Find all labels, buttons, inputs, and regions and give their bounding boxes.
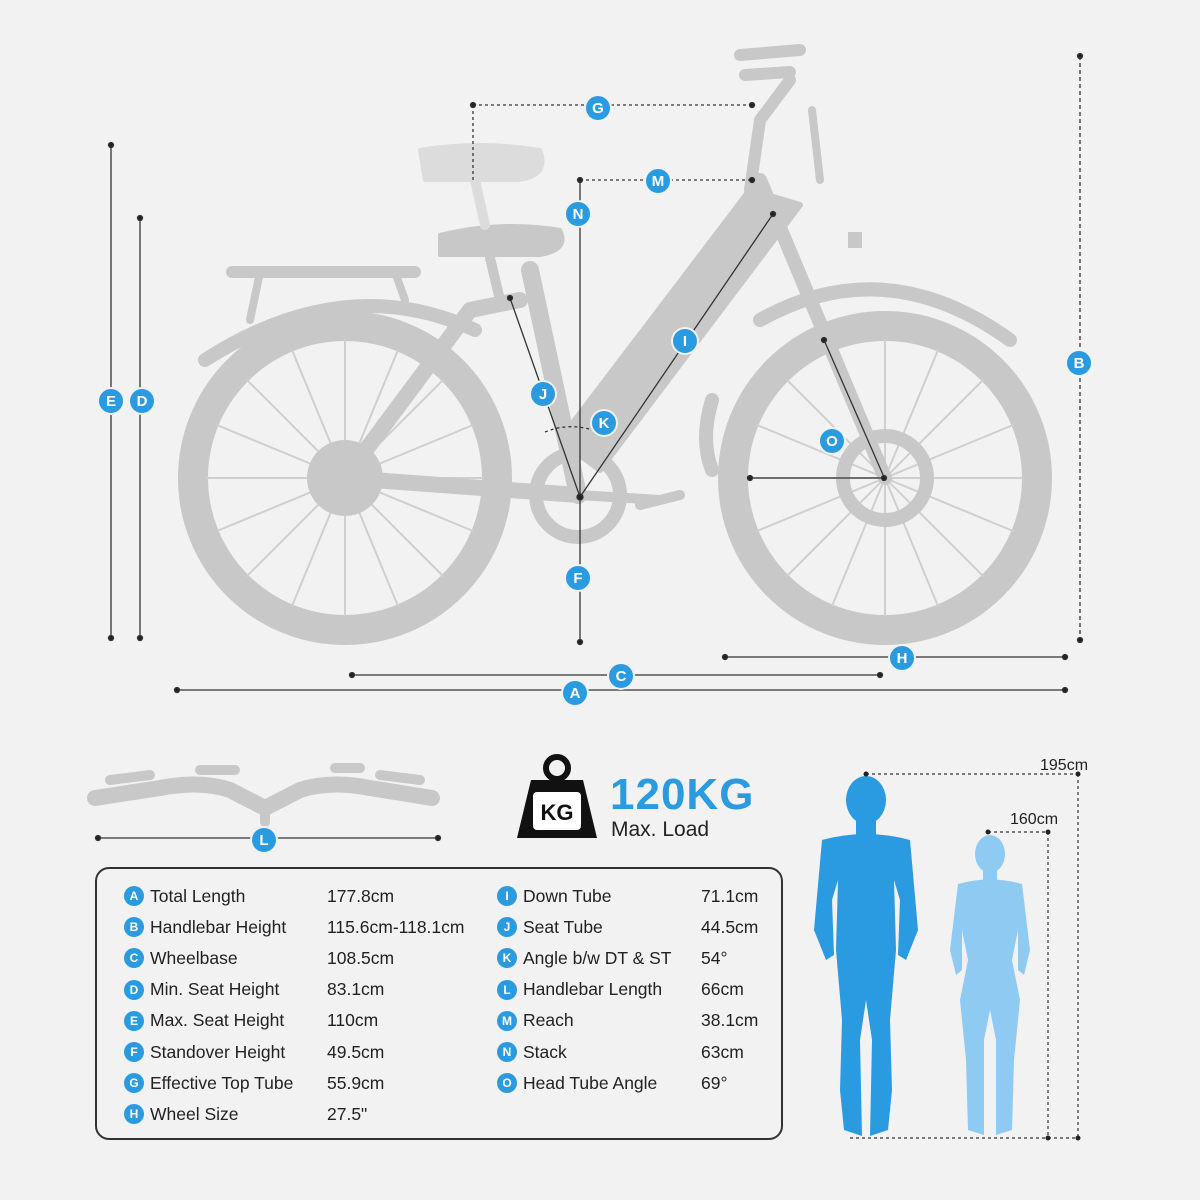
- spec-value: 55.9cm: [327, 1072, 385, 1093]
- spec-row-e: E Max. Seat Height 110cm: [124, 1009, 378, 1033]
- spec-value: 49.5cm: [327, 1041, 385, 1062]
- dimension-badge-i: I: [673, 329, 697, 353]
- spec-row-i: I Down Tube 71.1cm: [497, 884, 758, 908]
- spec-value: 27.5": [327, 1103, 368, 1124]
- spec-name: Reach: [523, 1010, 574, 1031]
- dimension-badge-l: L: [252, 828, 276, 852]
- spec-value: 63cm: [701, 1041, 744, 1062]
- spec-row-o: O Head Tube Angle 69°: [497, 1071, 727, 1095]
- bike-silhouette: [178, 44, 1052, 645]
- spec-name: Wheelbase: [150, 947, 238, 968]
- height-reference: [814, 771, 1081, 1141]
- dimension-badge-e: E: [99, 389, 123, 413]
- spec-name: Wheel Size: [150, 1103, 239, 1124]
- man-silhouette: [814, 776, 918, 1136]
- spec-row-n: N Stack 63cm: [497, 1040, 744, 1064]
- max-load-block: KG 120KG Max. Load: [515, 752, 775, 847]
- spec-key-badge: C: [124, 948, 144, 969]
- spec-key-badge: D: [124, 979, 144, 1000]
- dimension-badge-b: B: [1067, 351, 1091, 375]
- spec-name: Handlebar Length: [523, 979, 663, 1000]
- spec-name: Total Length: [150, 885, 246, 906]
- dimension-badge-n: N: [566, 202, 590, 226]
- spec-table: [95, 867, 783, 1140]
- spec-row-a: A Total Length 177.8cm: [124, 884, 394, 908]
- max-load-value: 120KG: [610, 770, 755, 819]
- spec-name: Down Tube: [523, 885, 612, 906]
- dimension-badge-f: F: [566, 566, 590, 590]
- spec-key-badge: F: [124, 1042, 144, 1062]
- dimension-lines: [94, 52, 1084, 842]
- spec-key-badge: B: [124, 917, 144, 938]
- spec-key-badge: J: [497, 917, 517, 938]
- dimension-badge-c: C: [609, 664, 633, 688]
- spec-name: Stack: [523, 1041, 567, 1062]
- spec-value: 110cm: [327, 1010, 379, 1031]
- spec-row-g: G Effective Top Tube 55.9cm: [124, 1071, 384, 1095]
- spec-value: 108.5cm: [327, 947, 395, 968]
- spec-value: 83.1cm: [327, 979, 385, 1000]
- spec-value: 66cm: [701, 979, 744, 1000]
- dimension-badge-h: H: [890, 646, 914, 670]
- spec-row-m: M Reach 38.1cm: [497, 1009, 758, 1033]
- handlebar-silhouette: [87, 763, 440, 827]
- spec-row-h: H Wheel Size 27.5": [124, 1102, 367, 1126]
- spec-value: 177.8cm: [327, 885, 395, 906]
- spec-row-l: L Handlebar Length 66cm: [497, 978, 744, 1002]
- spec-value: 54°: [701, 947, 728, 968]
- weight-kg-icon: KG: [517, 754, 597, 838]
- dimension-badge-j: J: [531, 382, 555, 406]
- height-label-short: 160cm: [1010, 811, 1059, 828]
- spec-key-badge: L: [497, 979, 517, 1000]
- spec-key-badge: H: [124, 1104, 144, 1125]
- spec-name: Handlebar Height: [150, 916, 287, 937]
- spec-row-d: D Min. Seat Height 83.1cm: [124, 978, 384, 1002]
- spec-name: Angle b/w DT & ST: [523, 947, 672, 968]
- spec-key-badge: G: [124, 1073, 144, 1094]
- spec-value: 71.1cm: [701, 885, 759, 906]
- spec-name: Head Tube Angle: [523, 1072, 658, 1093]
- weight-icon-text: KG: [541, 800, 574, 825]
- spec-value: 38.1cm: [701, 1010, 759, 1031]
- spec-key-badge: E: [124, 1010, 144, 1031]
- dimension-badge-m: M: [646, 169, 670, 193]
- spec-value: 115.6cm-118.1cm: [327, 916, 465, 937]
- spec-name: Effective Top Tube: [150, 1072, 294, 1093]
- spec-name: Min. Seat Height: [150, 979, 280, 1000]
- max-load-label: Max. Load: [611, 818, 710, 841]
- dimension-badge-d: D: [130, 389, 154, 413]
- dimension-badge-k: K: [592, 411, 616, 435]
- spec-row-b: B Handlebar Height 115.6cm-118.1cm: [124, 915, 464, 939]
- spec-name: Max. Seat Height: [150, 1010, 285, 1031]
- spec-key-badge: A: [124, 886, 144, 906]
- dimension-badge-g: G: [586, 96, 610, 120]
- dimension-badge-a: A: [563, 681, 587, 705]
- spec-key-badge: O: [497, 1073, 517, 1094]
- spec-key-badge: M: [497, 1010, 517, 1031]
- spec-key-badge: I: [497, 886, 517, 906]
- woman-silhouette: [950, 835, 1030, 1135]
- spec-value: 69°: [701, 1072, 728, 1093]
- spec-key-badge: N: [497, 1042, 517, 1062]
- spec-row-k: K Angle b/w DT & ST 54°: [497, 946, 727, 970]
- spec-name: Standover Height: [150, 1041, 286, 1062]
- spec-row-c: C Wheelbase 108.5cm: [124, 946, 394, 970]
- spec-value: 44.5cm: [701, 916, 759, 937]
- spec-name: Seat Tube: [523, 916, 603, 937]
- height-label-tall: 195cm: [1040, 757, 1089, 774]
- spec-row-f: F Standover Height 49.5cm: [124, 1040, 384, 1064]
- dimension-badge-o: O: [820, 429, 844, 453]
- spec-row-j: J Seat Tube 44.5cm: [497, 915, 758, 939]
- spec-key-badge: K: [497, 948, 517, 969]
